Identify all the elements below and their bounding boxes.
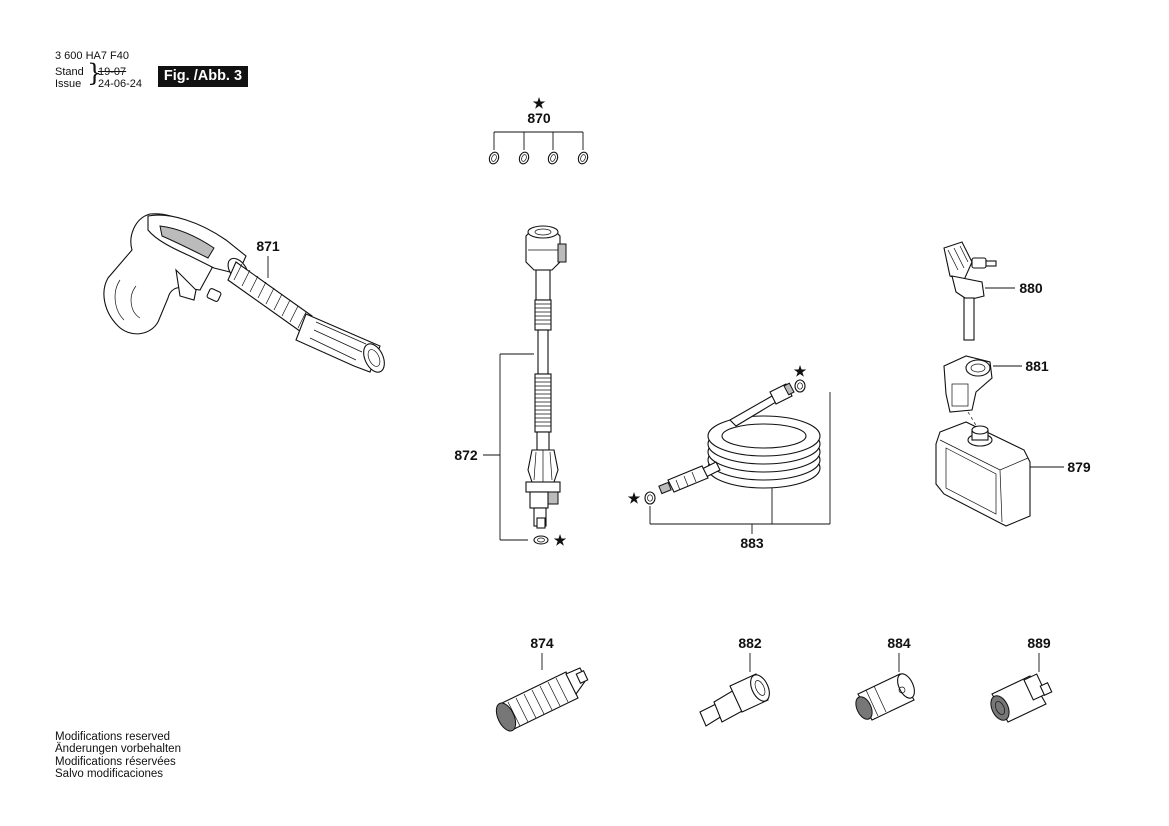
brush-874: [495, 667, 589, 732]
footer-note-de: Änderungen vorbehalten: [55, 743, 181, 756]
issue-date: 24-06-24: [98, 78, 143, 90]
footer-note-fr: Modifications réservées: [55, 755, 176, 768]
brace-icon: }: [87, 59, 103, 87]
footer-notes: Modifications reserved Änderungen vorbeh…: [55, 731, 181, 781]
issue-label: Issue: [55, 78, 82, 90]
figure-label: Fig. /Abb. 3: [158, 66, 248, 87]
footer-note-es: Salvo modificaciones: [55, 768, 164, 781]
part-label-872: 872: [454, 447, 478, 463]
lance-872: [525, 225, 567, 529]
o-ring-872: [533, 535, 549, 545]
part-label-882: 882: [738, 635, 762, 651]
drawing-number: 3 600 HA7 F40: [55, 50, 129, 62]
marker-star-870: ★: [533, 95, 546, 111]
part-label-879: 879: [1067, 459, 1091, 475]
detergent-nozzle-880: [943, 241, 997, 341]
part-label-880: 880: [1019, 280, 1043, 296]
quick-coupling-889: [990, 673, 1053, 723]
o-ring-872-inner: [537, 537, 545, 543]
o-ring-883-bottom-inner: [647, 494, 653, 502]
part-label-870: 870: [527, 110, 551, 126]
leader-872: [483, 353, 534, 541]
old-date: 19-07: [98, 66, 127, 78]
adapter-882: [699, 673, 770, 727]
leader-883: [649, 392, 831, 534]
footer-note-en: Modifications reserved: [55, 731, 171, 743]
marker-star-872: ★: [554, 532, 567, 548]
o-ring-883-top: [794, 379, 806, 393]
part-label-889: 889: [1027, 635, 1051, 651]
leader-870: [493, 131, 584, 150]
part-label-883: 883: [740, 535, 764, 551]
holder-881: [943, 355, 993, 413]
part-label-884: 884: [887, 635, 911, 651]
connector-884: [855, 673, 915, 721]
stand-label: Stand: [55, 66, 84, 78]
marker-star-883-top: ★: [794, 363, 807, 379]
detergent-tank-879: [935, 421, 1031, 527]
o-ring-883-bottom: [644, 491, 656, 505]
hose-883: [658, 382, 821, 495]
part-label-874: 874: [530, 635, 554, 651]
o-ring-883-top-inner: [797, 382, 803, 390]
part-label-881: 881: [1025, 358, 1049, 374]
o-ring-set-870: [488, 151, 589, 165]
part-label-871: 871: [256, 238, 280, 254]
spray-gun-871: [103, 213, 385, 373]
marker-star-883-bottom: ★: [628, 490, 641, 506]
